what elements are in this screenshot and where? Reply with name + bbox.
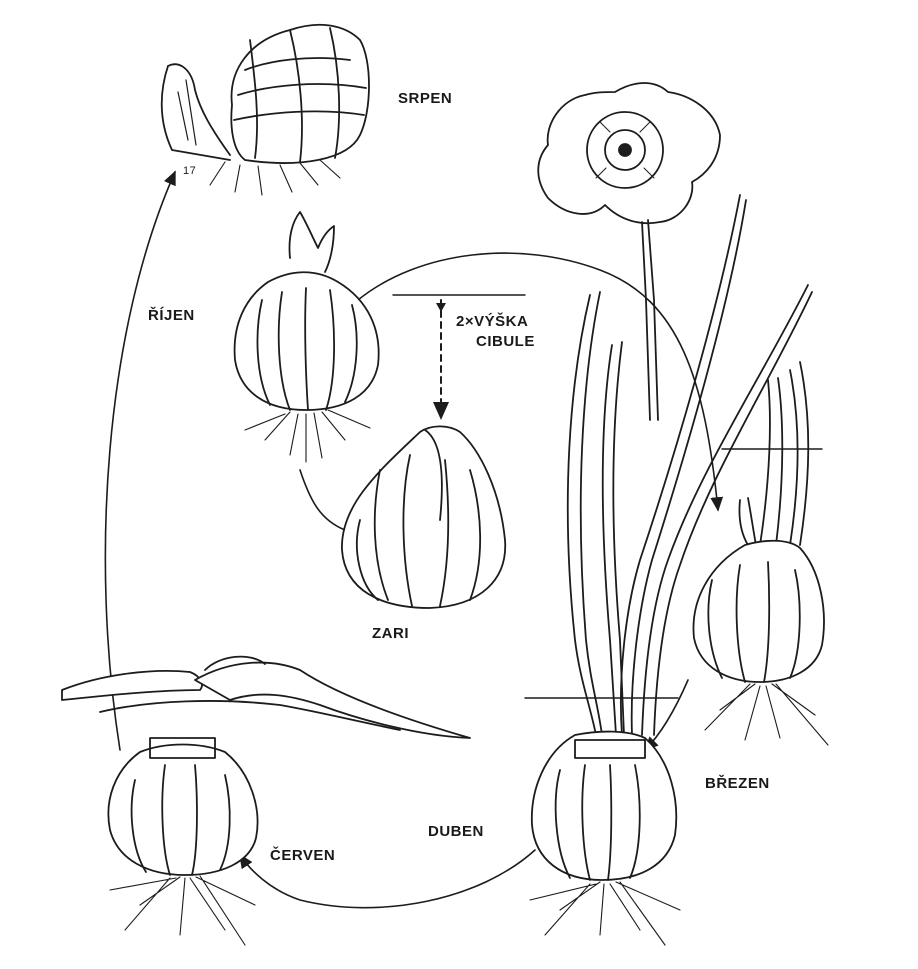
bulb-april — [530, 732, 680, 945]
daffodil-flower — [538, 83, 720, 223]
label-depth-line2: CIBULE — [476, 333, 535, 350]
small-mark: 17 — [183, 165, 196, 177]
arrow-june-to-august — [105, 172, 175, 750]
arrow-march-to-april — [645, 680, 688, 750]
label-august: SRPEN — [398, 90, 452, 107]
arrow-october-to-september — [300, 470, 345, 530]
bulb-september — [342, 426, 505, 608]
label-october: ŘÍJEN — [148, 307, 195, 324]
bulb-october — [235, 212, 379, 462]
label-september: ZARI — [372, 625, 409, 642]
label-march: BŘEZEN — [705, 775, 770, 792]
bulb-march — [693, 362, 828, 745]
label-june: ČERVEN — [270, 847, 335, 864]
label-april: DUBEN — [428, 823, 484, 840]
label-depth-line1: 2×VÝŠKA — [456, 313, 528, 330]
bulb-june — [62, 657, 470, 945]
